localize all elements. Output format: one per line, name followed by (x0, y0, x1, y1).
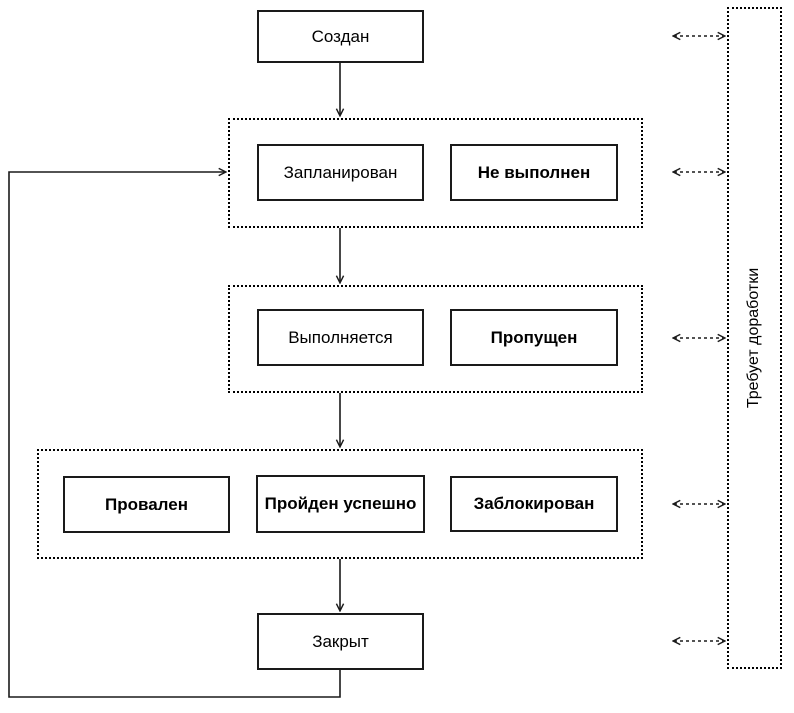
node-failed: Провален (63, 476, 230, 533)
node-blocked: Заблокирован (450, 476, 618, 532)
node-in-progress-label: Выполняется (288, 327, 393, 347)
node-not-executed: Не выполнен (450, 144, 618, 201)
rework-panel-label: Требует доработки (745, 267, 763, 409)
node-skipped: Пропущен (450, 309, 618, 366)
node-planned-label: Запланирован (283, 162, 398, 182)
node-skipped-label: Пропущен (490, 327, 578, 347)
node-closed-label: Закрыт (312, 631, 369, 651)
node-planned: Запланирован (257, 144, 424, 201)
group-result (37, 449, 643, 559)
node-closed: Закрыт (257, 613, 424, 670)
node-created-label: Создан (311, 26, 370, 46)
node-created: Создан (257, 10, 424, 63)
rework-panel: Требует доработки (727, 7, 782, 669)
node-passed-label: Пройден успешно (264, 494, 417, 514)
node-failed-label: Провален (105, 494, 188, 514)
group-planned (228, 118, 643, 228)
node-passed: Пройден успешно (256, 475, 425, 533)
group-executing (228, 285, 643, 393)
arrow-closed-loop-to-planned-group (8, 172, 341, 698)
node-blocked-label: Заблокирован (473, 494, 595, 514)
node-in-progress: Выполняется (257, 309, 424, 366)
node-not-executed-label: Не выполнен (477, 162, 591, 182)
